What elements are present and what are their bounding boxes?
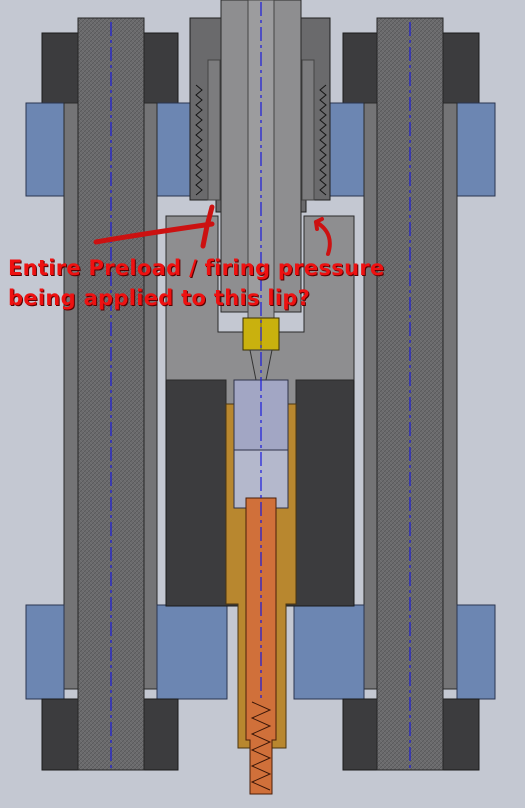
right-lower-blue-block-inner	[293, 604, 365, 700]
central-housing	[165, 0, 355, 795]
annotation-text-line-2: being applied to this lip?	[8, 286, 311, 310]
upper-collar-slot-right	[301, 59, 315, 201]
left-upper-blue-block	[25, 102, 65, 197]
left-lower-blue-block-inner	[156, 604, 228, 700]
right-upper-blue-block	[456, 102, 496, 197]
housing-light-block	[165, 215, 355, 407]
right-rod-assembly	[293, 17, 496, 771]
right-upper-blue-block-inner	[329, 102, 365, 197]
thread-icon	[319, 84, 327, 196]
upper-collar-slot-left	[207, 59, 221, 201]
thread-icon	[195, 84, 203, 196]
annotation-arrow-icon	[314, 217, 332, 256]
left-upper-blue-block-inner	[156, 102, 192, 197]
left-lower-blue-block	[25, 604, 65, 700]
annotation-arrow-icon	[93, 204, 215, 249]
annotation-text-line-1: Entire Preload / firing pressure	[8, 256, 385, 280]
right-threaded-rod	[376, 17, 444, 771]
copper-rod-thread	[250, 701, 272, 791]
right-lower-blue-block	[456, 604, 496, 700]
left-rod-assembly	[25, 17, 228, 771]
left-threaded-rod	[77, 17, 145, 771]
